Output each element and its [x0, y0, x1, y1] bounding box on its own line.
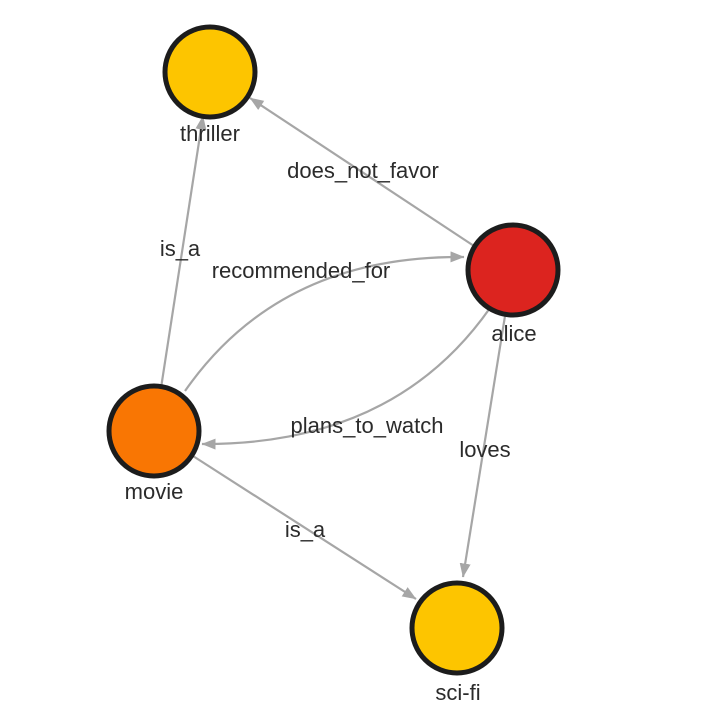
edge-label-is-a-top: is_a: [160, 236, 201, 261]
node-movie[interactable]: [106, 383, 202, 479]
edge-alice-does-not-favor-thriller: [249, 97, 475, 247]
edge-label-plans-to-watch: plans_to_watch: [291, 413, 444, 438]
node-alice[interactable]: [465, 222, 561, 318]
edge-alice-loves-scifi: [459, 315, 507, 578]
node-thriller[interactable]: [162, 24, 258, 120]
nodes: [106, 24, 561, 676]
edge-label-does-not-favor: does_not_favor: [287, 158, 439, 183]
edges: [159, 97, 507, 600]
node-scifi[interactable]: [409, 580, 505, 676]
edge-alice-plans-to-watch-movie: [201, 307, 491, 450]
edge-labels: is_a does_not_favor recommended_for plan…: [160, 158, 511, 542]
edge-movie-is-a-thriller: [159, 115, 207, 389]
node-label-alice: alice: [491, 321, 536, 346]
node-label-thriller: thriller: [180, 121, 240, 146]
node-labels: thriller alice movie sci-fi: [125, 121, 537, 705]
node-label-movie: movie: [125, 479, 184, 504]
edge-label-recommended-for: recommended_for: [212, 258, 391, 283]
edge-label-is-a-bottom: is_a: [285, 517, 326, 542]
edge-label-loves: loves: [459, 437, 510, 462]
edge-movie-is-a-scifi: [192, 455, 417, 600]
edge-movie-recommended-for-alice: [184, 251, 465, 392]
node-label-scifi: sci-fi: [435, 680, 480, 705]
